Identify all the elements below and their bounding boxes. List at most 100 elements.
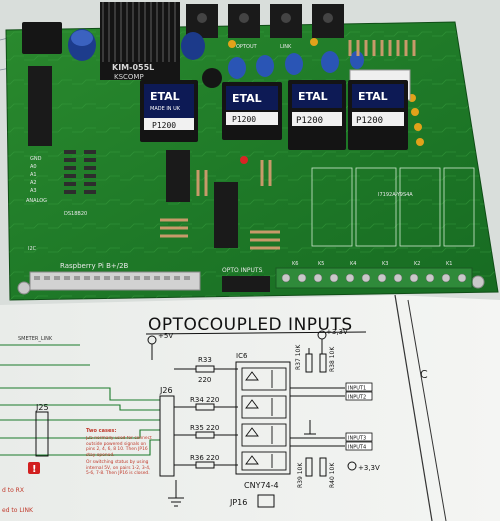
transformer-4-model: P1200 [356, 116, 383, 126]
label-r40: R40 10K [329, 462, 336, 488]
transformer-1-brand: ETAL [150, 90, 180, 103]
optocoupler-ic6 [235, 361, 291, 475]
note-title: Two cases: [86, 428, 116, 434]
left-note-rx: d to RX [2, 487, 24, 494]
label-input1: INPUT1 [348, 386, 366, 392]
silk-a3: A3 [30, 188, 37, 194]
silk-raspberry-pi: Raspberry Pi B+/2B [60, 262, 129, 270]
silk-k2: K2 [414, 261, 420, 267]
label-smeter-link: SMETER_LINK [18, 336, 53, 342]
ground-symbol [168, 480, 184, 507]
output-tag-input1 [345, 382, 373, 392]
label-cny74: CNY74-4 [244, 481, 279, 490]
dc-power-jack [22, 22, 62, 54]
silk-i2c: I2C [28, 246, 37, 252]
silk-a2: A2 [30, 180, 37, 186]
regulator-ic [202, 68, 222, 88]
terminal-blocks [275, 267, 473, 289]
label-input4: INPUT4 [348, 445, 366, 451]
raspberry-pi-header-pins [34, 276, 190, 280]
resistor-array-top [348, 40, 416, 56]
transformer-3-model: P1200 [296, 116, 323, 126]
schematic-sheet: C OPTOCOUPLED INPUTS +5V +3,3V J25 J26 S… [0, 294, 500, 521]
label-j26: J26 [159, 386, 173, 395]
schematic-column-c: C [420, 368, 428, 381]
pcb-board: KIM-055L KSCOMP OPTOUT LINK [5, 2, 499, 301]
label-r34: R34 220 [190, 396, 219, 404]
note-case-2: Or switching status by using internal 5V… [86, 460, 151, 476]
label-plus-3v3-top: +3,3V [326, 328, 348, 336]
label-ic6: IC6 [236, 352, 248, 360]
silk-a1: A1 [30, 172, 37, 178]
silk-relay-code: I7192A-Y9S4A [378, 192, 413, 198]
output-tag-input3 [345, 432, 373, 442]
relay-silk-outlines [311, 167, 475, 247]
label-input2: INPUT2 [348, 395, 366, 401]
electrolytic-capacitor-large [68, 29, 96, 61]
silk-k5: K5 [318, 261, 324, 267]
connector-j26 [159, 395, 175, 477]
silk-opto-inputs: OPTO INPUTS [222, 267, 263, 274]
red-led [240, 156, 248, 164]
left-pin-headers [28, 66, 52, 146]
label-j25: J25 [35, 403, 49, 412]
silk-link: LINK [280, 44, 292, 50]
resistor-r39 [305, 457, 313, 477]
transformer-4: ETAL P1200 [348, 80, 408, 150]
label-plus-5v: +5V [158, 332, 173, 340]
label-r39: R39 10K [297, 462, 304, 488]
label-r35: R35 220 [190, 424, 219, 432]
label-r33: R33 [198, 356, 212, 364]
label-input3: INPUT3 [348, 436, 366, 442]
transformer-1-model: P1200 [152, 121, 176, 130]
silk-a0: A0 [30, 164, 37, 170]
silk-k6: K6 [292, 261, 298, 267]
silk-k3: K3 [382, 261, 388, 267]
raspberry-pi-header [29, 271, 201, 291]
label-r33-value: 220 [198, 376, 211, 384]
transformer-3: ETAL P1200 [288, 80, 346, 150]
silk-gnd: GND [30, 156, 42, 162]
jumper-jp16 [257, 494, 275, 508]
connector-j25 [35, 411, 49, 457]
dip-ic-2 [214, 182, 238, 248]
left-note-link: ed to LINK [2, 507, 34, 514]
silk-k1: K1 [446, 261, 452, 267]
transformer-4-brand: ETAL [358, 90, 388, 103]
tantalum-capacitors [228, 38, 424, 146]
opto-channels [241, 367, 287, 471]
transformer-2: ETAL P1200 [222, 82, 282, 140]
output-tag-input2 [345, 391, 373, 401]
output-tag-input4 [345, 441, 373, 451]
dip-ic-1 [166, 150, 190, 202]
silk-analog: ANALOG [26, 198, 47, 204]
opto-inputs-header [222, 276, 270, 292]
transformer-2-brand: ETAL [232, 92, 262, 105]
resistor-r40 [319, 457, 327, 477]
smd-component-rows [64, 150, 96, 194]
note-case-1: J25 normally used for connect outside po… [86, 436, 152, 458]
label-r38: R38 10K [329, 346, 336, 372]
silk-k4: K4 [350, 261, 356, 267]
silk-optoout: OPTOUT [236, 44, 258, 50]
blue-capacitors [181, 32, 364, 79]
schematic-green-wires [0, 344, 160, 456]
transformer-1-madein: MADE IN UK [150, 106, 181, 112]
transformer-1: ETAL MADE IN UK P1200 [140, 80, 198, 142]
svg-text:!: ! [32, 464, 37, 475]
label-r36: R36 220 [190, 454, 219, 462]
resistor-r38 [319, 353, 327, 373]
silk-ds18b20: DS18B20 [64, 211, 87, 217]
label-jp16: JP16 [229, 498, 247, 507]
label-r37: R37 10K [295, 344, 302, 370]
heatsink: KIM-055L KSCOMP [100, 2, 180, 81]
label-plus-3v3-right: +3,3V [358, 464, 380, 472]
transformer-3-brand: ETAL [298, 90, 328, 103]
schematic-note: Two cases: J25 normally used for connect… [86, 428, 152, 476]
warning-icon: ! [28, 462, 40, 475]
heatsink-label-2: KSCOMP [114, 73, 144, 81]
audio-jacks [186, 4, 344, 38]
resistors-middle [160, 160, 280, 250]
transformer-2-model: P1200 [232, 115, 256, 124]
